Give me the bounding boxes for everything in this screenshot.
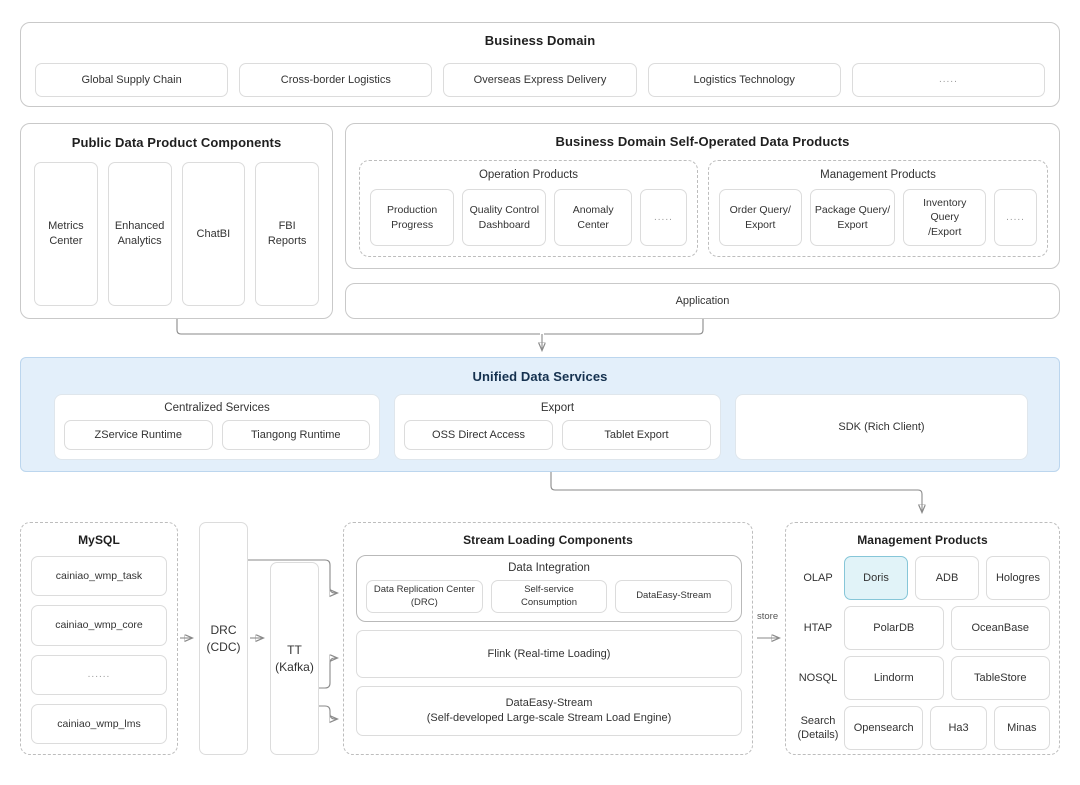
operation-product-anomaly-center[interactable]: Anomaly Center — [554, 189, 632, 246]
connector-tt-to-dataeasy-stream — [319, 705, 337, 719]
public-data-product-components-panel: Public Data Product Components Metrics C… — [20, 123, 333, 319]
public-component-enhanced-analytics[interactable]: Enhanced Analytics — [107, 162, 172, 306]
business-domain-title: Business Domain — [484, 33, 596, 48]
storage-management-products-panel: Management Products OLAP Doris ADB Holog… — [785, 522, 1060, 755]
business-domain-item[interactable]: Overseas Express Delivery — [443, 63, 637, 97]
tt-kafka-box[interactable]: TT (Kafka) — [270, 562, 319, 755]
operation-product-quality-control-dashboard[interactable]: Quality Control Dashboard — [462, 189, 547, 246]
management-products-title: Management Products — [820, 169, 936, 181]
data-integration-group: Data Integration Data Replication Center… — [356, 555, 742, 622]
business-domain-item[interactable]: Logistics Technology — [647, 63, 841, 97]
management-products-group: Management Products Order Query/ Export … — [708, 160, 1048, 257]
storage-cell-oceanbase[interactable]: OceanBase — [950, 606, 1050, 650]
connector-uds-to-storage — [550, 472, 922, 512]
storage-row-label-nosql: NOSQL — [798, 671, 838, 684]
storage-cell-adb[interactable]: ADB — [915, 556, 979, 600]
mysql-table-cainiao-wmp-task[interactable]: cainiao_wmp_task — [31, 556, 167, 597]
business-domain-item[interactable]: Cross-border Logistics — [239, 63, 433, 97]
connector-tt-to-flink — [319, 658, 337, 689]
mysql-panel: MySQL cainiao_wmp_task cainiao_wmp_core … — [20, 522, 178, 755]
service-zservice-runtime[interactable]: ZService Runtime — [64, 420, 213, 450]
self-operated-data-products-panel: Business Domain Self-Operated Data Produ… — [345, 123, 1060, 269]
data-integration-title: Data Integration — [508, 562, 590, 574]
export-group: Export OSS Direct Access Tablet Export — [394, 394, 721, 460]
store-connector-label: store — [757, 611, 779, 622]
mysql-table-more[interactable]: ...... — [31, 654, 167, 695]
operation-product-production-progress[interactable]: Production Progress — [370, 189, 455, 246]
export-oss-direct-access[interactable]: OSS Direct Access — [404, 420, 553, 450]
sdk-label: SDK (Rich Client) — [838, 421, 925, 433]
centralized-services-title: Centralized Services — [164, 402, 270, 414]
stream-loading-components-panel: Stream Loading Components Data Integrati… — [343, 522, 753, 755]
service-tiangong-runtime[interactable]: Tiangong Runtime — [221, 420, 370, 450]
operation-products-title: Operation Products — [478, 169, 579, 181]
business-domain-panel: Business Domain Global Supply Chain Cros… — [20, 22, 1060, 107]
public-components-title: Public Data Product Components — [71, 135, 282, 150]
connector-application-to-uds — [544, 319, 704, 335]
data-integration-self-service-consumption[interactable]: Self-service Consumption — [490, 580, 608, 613]
storage-cell-lindorm[interactable]: Lindorm — [844, 656, 944, 700]
application-bar[interactable]: Application — [345, 283, 1060, 319]
unified-data-services-title: Unified Data Services — [472, 369, 608, 384]
storage-row-label-olap: OLAP — [803, 571, 833, 584]
operation-products-group: Operation Products Production Progress Q… — [359, 160, 698, 257]
export-tablet-export[interactable]: Tablet Export — [562, 420, 711, 450]
data-integration-dataeasy-stream[interactable]: DataEasy-Stream — [615, 580, 733, 613]
mysql-title: MySQL — [78, 533, 120, 547]
operation-product-more[interactable]: ..... — [639, 189, 688, 246]
self-operated-title: Business Domain Self-Operated Data Produ… — [555, 134, 850, 149]
dataeasy-stream-box[interactable]: DataEasy-Stream (Self-developed Large-sc… — [356, 686, 742, 736]
storage-row-label-htap: HTAP — [803, 621, 833, 634]
export-title: Export — [540, 402, 575, 414]
sdk-rich-client-box[interactable]: SDK (Rich Client) — [735, 394, 1028, 460]
data-integration-drc[interactable]: Data Replication Center (DRC) — [366, 580, 483, 613]
application-label: Application — [671, 291, 734, 311]
storage-cell-ha3[interactable]: Ha3 — [930, 706, 987, 750]
public-component-metrics-center[interactable]: Metrics Center — [34, 162, 98, 306]
management-product-more[interactable]: ..... — [994, 189, 1038, 246]
management-product-order-query-export[interactable]: Order Query/ Export — [719, 189, 802, 246]
storage-title: Management Products — [857, 533, 988, 547]
storage-cell-hologres[interactable]: Hologres — [986, 556, 1050, 600]
unified-data-services-panel: Unified Data Services Centralized Servic… — [20, 357, 1060, 472]
storage-cell-minas[interactable]: Minas — [993, 706, 1050, 750]
business-domain-item-more[interactable]: ..... — [851, 63, 1046, 97]
connector-public-to-uds — [176, 319, 540, 335]
management-product-package-query-export[interactable]: Package Query/ Export — [809, 189, 896, 246]
mysql-table-cainiao-wmp-lms[interactable]: cainiao_wmp_lms — [31, 703, 167, 744]
public-component-fbi-reports[interactable]: FBI Reports — [255, 162, 319, 306]
storage-cell-tablestore[interactable]: TableStore — [950, 656, 1050, 700]
storage-cell-opensearch[interactable]: Opensearch — [844, 706, 924, 750]
flink-realtime-loading-box[interactable]: Flink (Real-time Loading) — [356, 630, 742, 678]
storage-cell-polardb[interactable]: PolarDB — [844, 606, 944, 650]
management-product-inventory-query-export[interactable]: Inventory Query /Export — [903, 189, 987, 246]
mysql-table-cainiao-wmp-core[interactable]: cainiao_wmp_core — [31, 605, 167, 646]
storage-cell-doris[interactable]: Doris — [844, 556, 908, 600]
drc-cdc-box[interactable]: DRC (CDC) — [199, 522, 248, 755]
business-domain-item[interactable]: Global Supply Chain — [35, 63, 229, 97]
centralized-services-group: Centralized Services ZService Runtime Ti… — [54, 394, 380, 460]
storage-row-label-search: Search (Details) — [797, 714, 839, 741]
stream-loading-title: Stream Loading Components — [463, 533, 633, 547]
public-component-chatbi[interactable]: ChatBI — [181, 162, 246, 306]
